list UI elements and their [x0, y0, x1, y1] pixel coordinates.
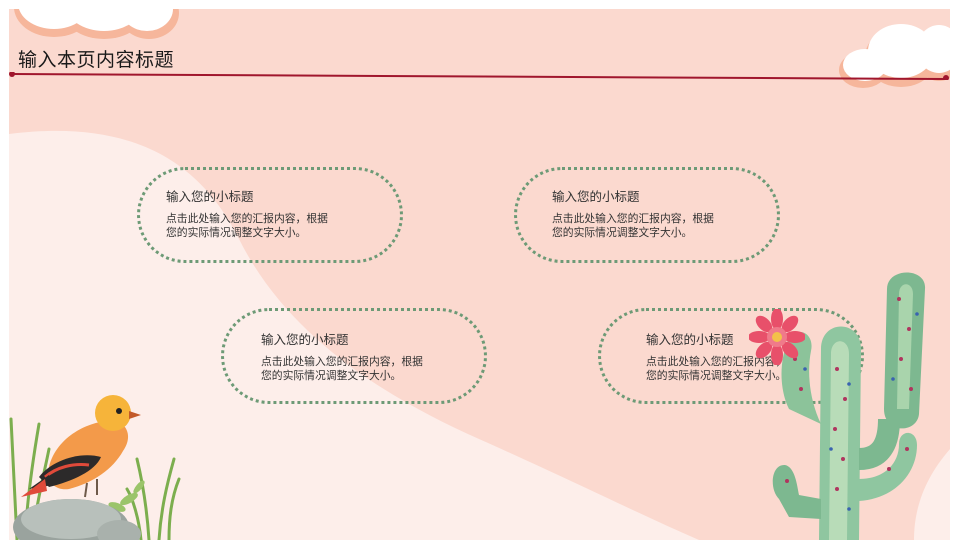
- card-4-body-line-2: 您的实际情况调整文字大小。: [646, 369, 787, 382]
- slide: 输入本页内容标题 输入您的小标题 点击此处输入您的汇报内容，根据 您的实际情况调…: [9, 9, 950, 540]
- card-3-body-line-1: 点击此处输入您的汇报内容，根据: [261, 355, 423, 368]
- cactus-illustration-icon: [772, 272, 926, 540]
- content-card-3[interactable]: [221, 308, 487, 404]
- card-1-body-line-2: 您的实际情况调整文字大小。: [166, 226, 307, 239]
- card-4-title: 输入您的小标题: [646, 332, 734, 347]
- card-2-body: 点击此处输入您的汇报内容，根据 您的实际情况调整文字大小。: [552, 212, 752, 240]
- card-2-body-line-1: 点击此处输入您的汇报内容，根据: [552, 212, 714, 225]
- card-1-body-line-1: 点击此处输入您的汇报内容，根据: [166, 212, 328, 225]
- header-divider-line: [9, 72, 949, 80]
- content-card-4[interactable]: [598, 308, 864, 404]
- cloud-top-right-icon: [839, 24, 950, 88]
- flower-icon: [749, 309, 805, 365]
- card-4-body-line-1: 点击此处输入您的汇报内容，根据: [646, 355, 808, 368]
- page-title: 输入本页内容标题: [18, 49, 175, 71]
- content-card-1[interactable]: [137, 167, 403, 263]
- card-3-body: 点击此处输入您的汇报内容，根据 您的实际情况调整文字大小。: [261, 355, 461, 383]
- card-3-body-line-2: 您的实际情况调整文字大小。: [261, 369, 402, 382]
- card-1-title: 输入您的小标题: [166, 189, 254, 204]
- card-1-body: 点击此处输入您的汇报内容，根据 您的实际情况调整文字大小。: [166, 212, 366, 240]
- bird-illustration-icon: [9, 395, 181, 540]
- content-card-2[interactable]: [514, 167, 780, 263]
- card-3-title: 输入您的小标题: [261, 332, 349, 347]
- card-4-body: 点击此处输入您的汇报内容，根据 您的实际情况调整文字大小。: [646, 355, 846, 383]
- card-2-body-line-2: 您的实际情况调整文字大小。: [552, 226, 693, 239]
- cloud-top-left-icon: [14, 9, 179, 39]
- card-2-title: 输入您的小标题: [552, 189, 640, 204]
